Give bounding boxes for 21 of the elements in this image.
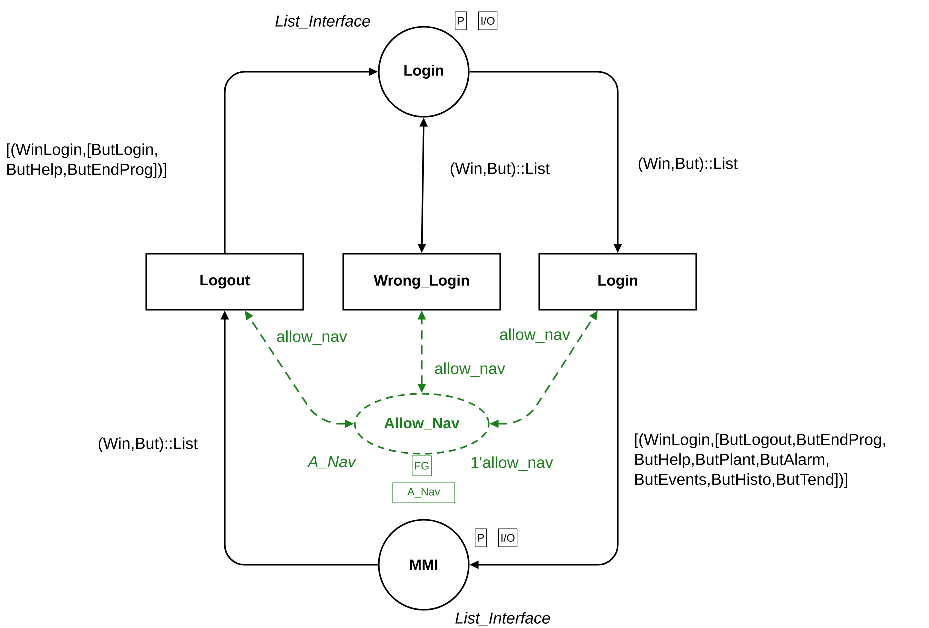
fusion-set-label: A_Nav [307, 456, 357, 470]
edge-label: [(WinLogin,[ButLogout,ButEndProg, ButHelp,ButPlant,ButAlarm, ButEvents,ButHisto,ButTend])] [635, 434, 886, 488]
transition-box: Wrong_Login [342, 253, 502, 311]
edge-label: (Win,But)::List [98, 438, 198, 452]
edge-label: [(WinLogin,[ButLogin, ButHelp,ButEndProg])] [7, 144, 166, 178]
edge-label: (Win,But)::List [638, 158, 738, 172]
edge-label: (Win,But)::List [450, 162, 550, 178]
transition-box: Logout [146, 253, 304, 311]
tag-box: P [475, 528, 487, 548]
initial-marking-label: 1'allow_nav [472, 456, 554, 472]
place-type-label: List_Interface [276, 15, 370, 29]
edge-label: allow_nav [500, 328, 570, 344]
edge-label: allow_nav [277, 330, 348, 346]
tag-box: P [455, 12, 467, 30]
place-type-label: List_Interface [456, 612, 550, 626]
tag-box: I/O [478, 12, 498, 30]
tag-box: I/O [498, 528, 518, 548]
tag-box: FG [412, 456, 432, 476]
tag-box: A_Nav [392, 482, 456, 504]
edge-label: allow_nav [435, 362, 506, 378]
transition-box: Login [538, 253, 698, 311]
